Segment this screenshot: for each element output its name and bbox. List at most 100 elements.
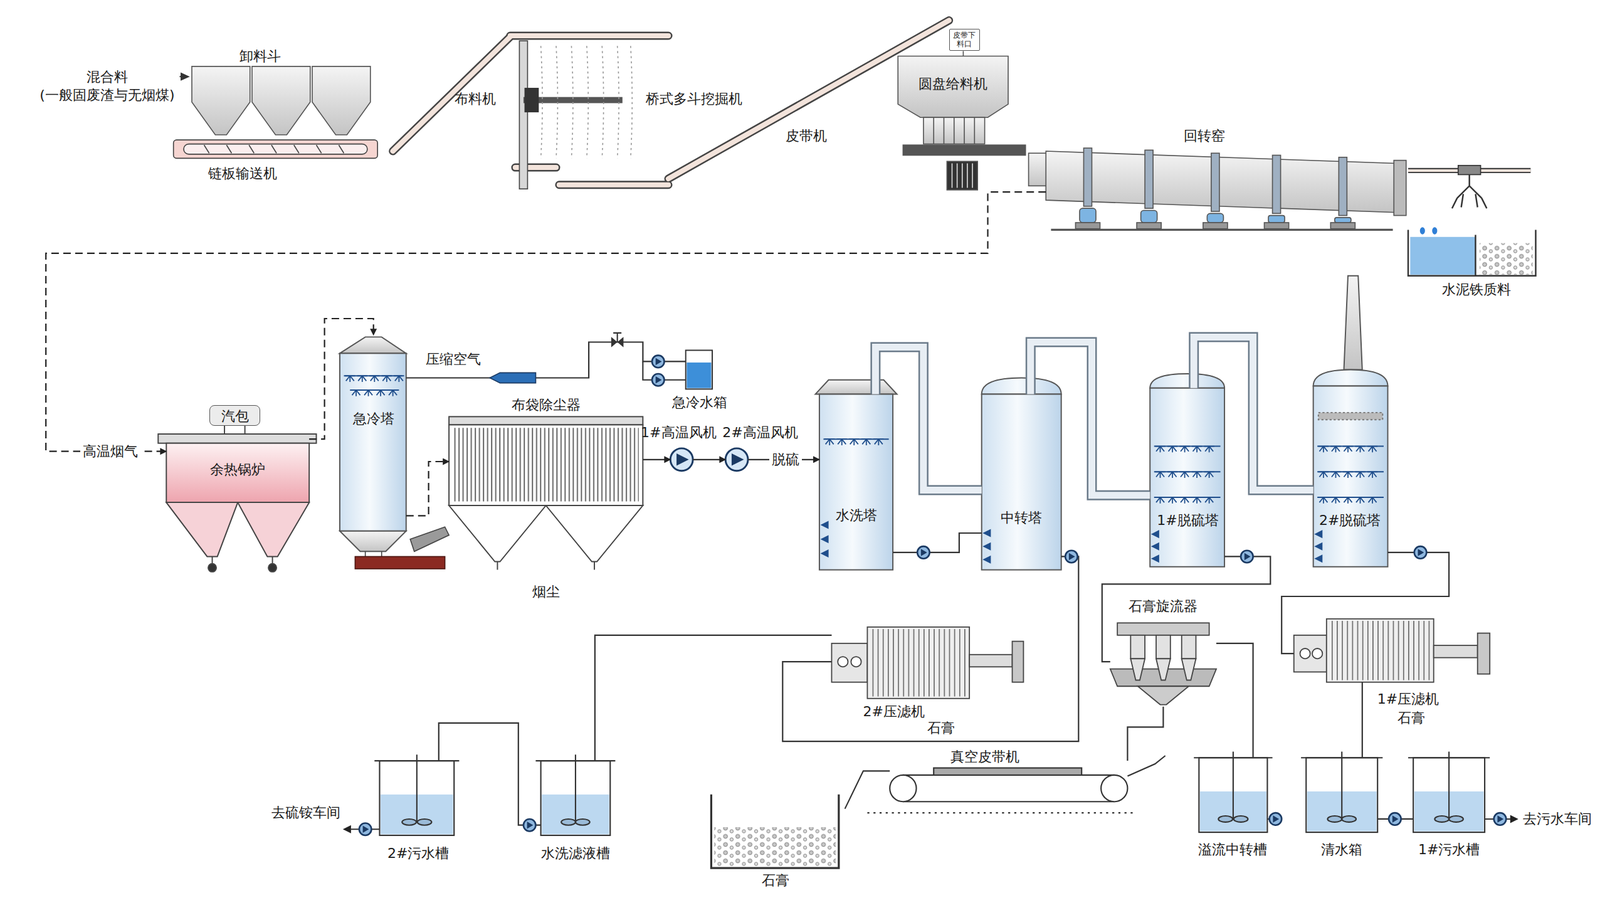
excavator-frame [524, 87, 540, 113]
vacuum-belt-body [889, 774, 916, 802]
equipment-label: 水洗塔 [835, 507, 878, 525]
kiln-body [1079, 208, 1096, 223]
equipment-label: 1#污水槽 [1418, 840, 1480, 859]
equipment-label: 汽包 [221, 407, 249, 426]
kiln-body [1268, 215, 1285, 223]
grab-crane [1458, 165, 1481, 175]
filter-press-body [837, 656, 848, 667]
scrubber-tower-body [815, 379, 897, 395]
bag-filter-body [497, 561, 595, 570]
pump-symbol [917, 546, 930, 559]
ash-discharge [354, 556, 445, 569]
spray-nozzle [375, 389, 386, 397]
air-nozzle [489, 372, 536, 383]
quench-water-tank-body [686, 362, 711, 389]
waste-heat-boiler: 余热锅炉 [166, 433, 310, 503]
grab-crane [1452, 174, 1487, 209]
bag-filter: 布袋除尘器 [448, 416, 643, 506]
chain-conveyor-body [173, 139, 379, 158]
pump-symbol [652, 355, 665, 369]
equipment-label: 布料机 [454, 90, 496, 108]
filter-press-body [1300, 648, 1311, 659]
equipment-label: 水洗滤液槽 [541, 845, 611, 863]
hopper-body [252, 66, 311, 135]
pump-symbol [523, 818, 537, 832]
filter-press-body [1326, 618, 1434, 683]
spray-nozzle [1204, 497, 1215, 504]
flow-label: 压缩空气 [423, 350, 484, 369]
spray-nozzle [1342, 497, 1353, 504]
disc-feeder-body [897, 50, 1026, 190]
spray-nozzle [1318, 446, 1329, 453]
tank-body [561, 818, 576, 826]
tank-body [575, 818, 590, 826]
spray-nozzle [848, 438, 859, 446]
equipment-label: 皮带下料口 [951, 31, 979, 49]
flue-duct [1030, 342, 1151, 496]
gas-flow-line [406, 461, 449, 516]
filter-press: 2#压滤机石膏 [831, 625, 980, 699]
gas-flow-line [406, 461, 449, 516]
gas-flow-line [45, 191, 1046, 452]
boiler-body [157, 425, 316, 572]
spray-nozzle [351, 389, 362, 397]
chain-conveyor: 链板输送机 [173, 139, 379, 158]
hopper-body [191, 66, 371, 135]
tank-body [1408, 751, 1490, 819]
stirred-tank: 水洗滤液槽 [541, 760, 611, 836]
equipment-label: 布袋除尘器 [511, 396, 581, 415]
pipe-line [406, 342, 686, 379]
filter-press-body [1433, 645, 1478, 658]
equipment-label: 石膏 [1397, 709, 1426, 727]
pipe-line [438, 722, 542, 826]
edge-label: 脱硫 [769, 450, 802, 469]
kiln-body [1393, 160, 1407, 216]
tank-body [1193, 751, 1273, 819]
boiler-body [166, 502, 238, 557]
kiln-body [1028, 152, 1048, 186]
filter-press-body [850, 656, 861, 667]
side-nozzle [1314, 529, 1323, 538]
side-nozzle [820, 534, 829, 543]
air-nozzle [489, 372, 536, 383]
filter-press-body [1312, 648, 1323, 659]
scrubber-tower: 水洗塔 [819, 394, 893, 570]
hydrocyclone-body [1117, 622, 1209, 636]
boiler-body [157, 433, 316, 444]
quench-water-tank-body [642, 350, 713, 390]
pump-symbol [1065, 550, 1078, 564]
filter-press-body [867, 626, 970, 699]
fan-node: 1#高温风机 [670, 448, 693, 471]
flue-duct [1193, 336, 1314, 490]
spray-nozzle [1191, 497, 1202, 504]
disc-feeder-body [963, 50, 965, 56]
discharge-hopper: 卸料斗 [191, 66, 371, 135]
equipment-label: 1#压滤机 [1377, 690, 1439, 709]
tank-body [417, 818, 432, 826]
spray-nozzle [1204, 471, 1215, 478]
disc-feeder-body [902, 144, 1026, 155]
vacuum-belt-body [1100, 774, 1128, 802]
gas-flow-line [45, 191, 1046, 452]
valve [613, 332, 622, 343]
tank-body [1233, 815, 1249, 822]
spray-nozzle [1354, 471, 1365, 478]
desulfurization-tower: 1#脱硫塔 [1149, 388, 1225, 567]
stirred-tank: 溢流中转槽 [1198, 757, 1268, 832]
pipe-line [1216, 643, 1254, 758]
excavator-frame [519, 40, 528, 189]
hydrocyclone-body [1130, 635, 1145, 659]
side-nozzle [1151, 542, 1160, 551]
pipe-line [1102, 556, 1271, 662]
pipe-line [1361, 682, 1364, 758]
fan-symbol [670, 448, 748, 471]
flow-label: 去污水车间 [1520, 810, 1595, 829]
pipe-line [892, 532, 982, 553]
hopper-body [191, 66, 251, 135]
hydrocyclone-body [1137, 685, 1189, 705]
spray-nozzle [1191, 471, 1202, 478]
tank-body [1448, 815, 1464, 822]
spray-nozzle [344, 375, 355, 382]
quench-tower: 急冷塔 [339, 334, 407, 532]
spray-nozzle [1154, 471, 1165, 478]
